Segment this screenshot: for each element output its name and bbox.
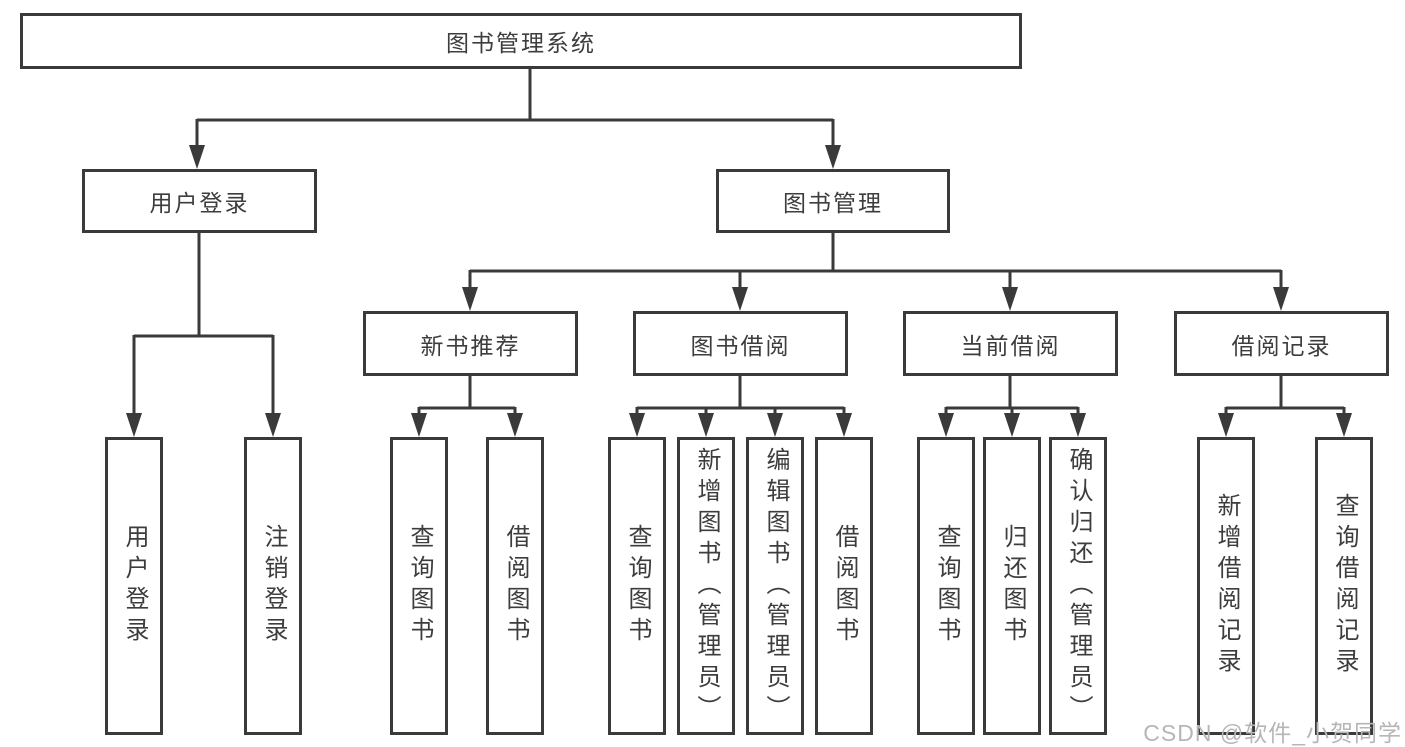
leaf-add-borrow-record: 新增借阅记录 — [1197, 437, 1255, 735]
node-new-book-recommendation: 新书推荐 — [363, 311, 578, 376]
leaf-user-login: 用户登录 — [105, 437, 163, 735]
watermark: CSDN @软件_小贺同学 — [1143, 720, 1402, 746]
arrow-down-icon — [1004, 413, 1020, 437]
node-label: 新增图书（管理员） — [693, 446, 720, 726]
node-library-management-system: 图书管理系统 — [20, 13, 1022, 69]
node-label: 新增借阅记录 — [1213, 493, 1240, 679]
node-label: 图书管理系统 — [446, 30, 596, 56]
node-label: 查询借阅记录 — [1331, 493, 1358, 679]
node-label: 用户登录 — [149, 190, 250, 216]
node-label: 借阅图书 — [831, 524, 858, 648]
connector-user-login-to-leaves — [132, 233, 275, 415]
leaf-add-books-admin: 新增图书（管理员） — [677, 437, 735, 735]
arrow-down-icon — [126, 413, 142, 437]
node-label: 查询图书 — [406, 524, 433, 648]
leaf-borrow-books-recommend: 借阅图书 — [486, 437, 544, 735]
arrow-down-icon — [1336, 413, 1352, 437]
leaf-logout: 注销登录 — [244, 437, 302, 735]
arrow-down-icon — [462, 287, 478, 311]
node-label: 查询图书 — [933, 524, 960, 648]
arrow-down-icon — [265, 413, 281, 437]
arrow-down-icon — [629, 413, 645, 437]
node-label: 当前借阅 — [960, 332, 1061, 359]
arrow-down-icon — [698, 413, 714, 437]
arrow-down-icon — [767, 413, 783, 437]
node-current-borrowing: 当前借阅 — [903, 311, 1118, 376]
arrow-down-icon — [825, 145, 841, 169]
node-label: 借阅图书 — [502, 524, 529, 648]
node-label: 新书推荐 — [420, 332, 521, 359]
node-label: 用户登录 — [121, 524, 148, 648]
connector-borrowing-records-to-leaves — [1224, 376, 1346, 416]
leaf-query-borrow-record: 查询借阅记录 — [1315, 437, 1373, 735]
arrow-down-icon — [1273, 287, 1289, 311]
arrow-down-icon — [411, 413, 427, 437]
leaf-confirm-return-admin: 确认归还（管理员） — [1049, 437, 1107, 735]
node-book-borrowing: 图书借阅 — [633, 311, 848, 376]
connector-root-to-level2 — [195, 69, 835, 147]
arrow-down-icon — [1070, 413, 1086, 437]
node-label: 借阅记录 — [1231, 332, 1332, 359]
arrow-down-icon — [1002, 287, 1018, 311]
arrow-down-icon — [507, 413, 523, 437]
leaf-query-books-current: 查询图书 — [917, 437, 975, 735]
leaf-query-books-borrowing: 查询图书 — [608, 437, 666, 735]
node-label: 注销登录 — [260, 524, 287, 648]
node-label: 确认归还（管理员） — [1065, 446, 1092, 726]
arrow-down-icon — [938, 413, 954, 437]
arrow-down-icon — [1218, 413, 1234, 437]
node-book-management: 图书管理 — [716, 169, 950, 233]
arrow-down-icon — [836, 413, 852, 437]
arrow-down-icon — [732, 287, 748, 311]
connector-book-borrowing-to-leaves — [635, 376, 846, 416]
arrow-down-icon — [189, 145, 205, 169]
node-borrowing-records: 借阅记录 — [1174, 311, 1389, 376]
leaf-query-books-recommend: 查询图书 — [390, 437, 448, 735]
node-label: 编辑图书（管理员） — [762, 446, 789, 726]
node-label: 查询图书 — [624, 524, 651, 648]
connector-book-management-to-groups — [468, 233, 1283, 290]
leaf-borrow-books-borrowing: 借阅图书 — [815, 437, 873, 735]
node-label: 归还图书 — [999, 524, 1026, 648]
node-label: 图书管理 — [783, 190, 883, 216]
connector-current-borrowing-to-leaves — [944, 376, 1080, 416]
node-user-login: 用户登录 — [82, 169, 317, 233]
node-label: 图书借阅 — [690, 332, 791, 359]
connector-new-books-to-leaves — [417, 376, 517, 416]
leaf-return-books: 归还图书 — [983, 437, 1041, 735]
leaf-edit-books-admin: 编辑图书（管理员） — [746, 437, 804, 735]
